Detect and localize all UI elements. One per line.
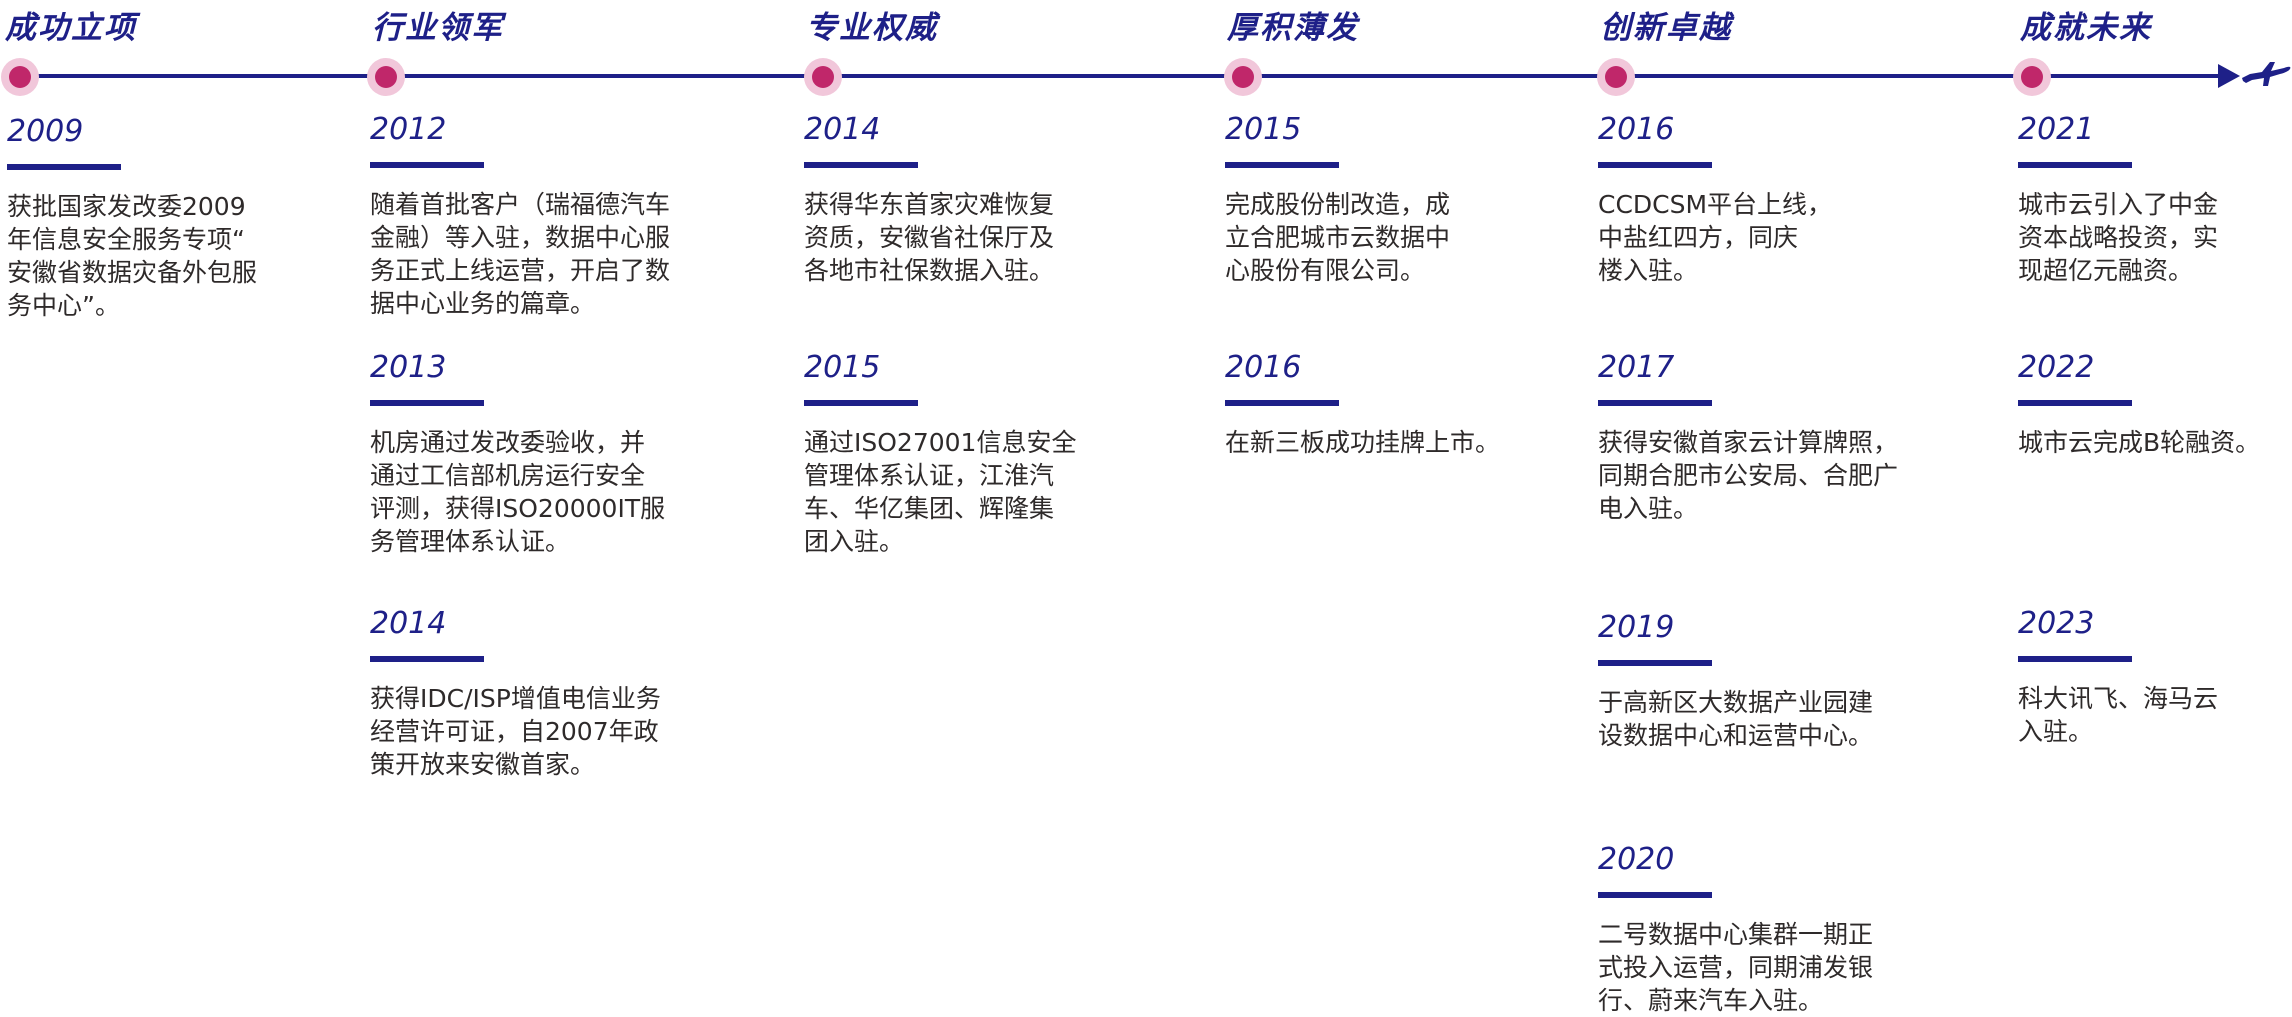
- milestone-entry: 2013 机房通过发改委验收，并 通过工信部机房运行安全 评测，获得ISO200…: [370, 348, 665, 558]
- year-underline: [370, 656, 484, 662]
- milestone-year: 2021: [2018, 112, 2095, 147]
- timeline-dot: [1597, 58, 1635, 96]
- milestone-year: 2015: [804, 350, 881, 385]
- year-underline: [370, 162, 484, 168]
- milestone-text: CCDCSM平台上线， 中盐红四方，同庆 楼入驻。: [1598, 190, 1833, 285]
- milestone-entry: 2023 科大讯飞、海马云 入驻。: [2018, 604, 2218, 748]
- milestone-entry: 2017 获得安徽首家云计算牌照， 同期合肥市公安局、合肥广 电入驻。: [1598, 348, 1898, 525]
- year-underline: [7, 164, 121, 170]
- milestone-text: 于高新区大数据产业园建 设数据中心和运营中心。: [1598, 688, 1874, 750]
- milestone-entry: 2016 CCDCSM平台上线， 中盐红四方，同庆 楼入驻。: [1598, 110, 1832, 287]
- milestone-text: 城市云完成B轮融资。: [2018, 428, 2261, 457]
- milestone-year: 2013: [370, 350, 447, 385]
- year-underline: [2018, 400, 2132, 406]
- milestone-text: 获批国家发改委2009 年信息安全服务专项“ 安徽省数据灾备外包服 务中心”。: [7, 192, 258, 320]
- stage-title: 成就未来: [2020, 10, 2152, 46]
- year-underline: [1598, 400, 1712, 406]
- milestone-text: 获得IDC/ISP增值电信业务 经营许可证，自2007年政 策开放来安徽首家。: [370, 684, 661, 779]
- milestone-entry: 2016 在新三板成功挂牌上市。: [1225, 348, 1500, 459]
- milestone-text: 获得华东首家灾难恢复 资质，安徽省社保厅及 各地市社保数据入驻。: [804, 190, 1055, 285]
- milestone-entry: 2009 获批国家发改委2009 年信息安全服务专项“ 安徽省数据灾备外包服 务…: [7, 112, 257, 322]
- milestone-text: 城市云引入了中金 资本战略投资，实 现超亿元融资。: [2018, 190, 2219, 285]
- milestone-entry: 2014 获得IDC/ISP增值电信业务 经营许可证，自2007年政 策开放来安…: [370, 604, 661, 781]
- milestone-text: 机房通过发改委验收，并 通过工信部机房运行安全 评测，获得ISO20000IT服…: [370, 428, 666, 556]
- milestone-year: 2014: [370, 606, 447, 641]
- stage-title: 成功立项: [5, 10, 137, 46]
- year-underline: [1225, 162, 1339, 168]
- year-underline: [1225, 400, 1339, 406]
- year-underline: [804, 400, 918, 406]
- stage-title: 创新卓越: [1600, 10, 1732, 46]
- milestone-text: 完成股份制改造，成 立合肥城市云数据中 心股份有限公司。: [1225, 190, 1451, 285]
- milestone-text: 二号数据中心集群一期正 式投入运营，同期浦发银 行、蔚来汽车入驻。: [1598, 920, 1874, 1015]
- milestone-text: 获得安徽首家云计算牌照， 同期合肥市公安局、合肥广 电入驻。: [1598, 428, 1899, 523]
- milestone-entry: 2021 城市云引入了中金 资本战略投资，实 现超亿元融资。: [2018, 110, 2218, 287]
- year-underline: [1598, 892, 1712, 898]
- milestone-text: 在新三板成功挂牌上市。: [1225, 428, 1501, 457]
- milestone-entry: 2015 完成股份制改造，成 立合肥城市云数据中 心股份有限公司。: [1225, 110, 1450, 287]
- timeline-axis: [20, 74, 2235, 78]
- milestone-year: 2019: [1598, 610, 1675, 645]
- year-underline: [804, 162, 918, 168]
- milestone-year: 2023: [2018, 606, 2095, 641]
- stage-title: 厚积薄发: [1227, 10, 1359, 46]
- milestone-year: 2015: [1225, 112, 1302, 147]
- timeline-dot: [804, 58, 842, 96]
- milestone-entry: 2012 随着首批客户（瑞福德汽车 金融）等入驻，数据中心服 务正式上线运营，开…: [370, 110, 670, 320]
- milestone-year: 2020: [1598, 842, 1675, 877]
- timeline-arrowhead: [2218, 64, 2240, 88]
- milestone-year: 2014: [804, 112, 881, 147]
- milestone-year: 2016: [1598, 112, 1675, 147]
- milestone-year: 2016: [1225, 350, 1302, 385]
- stage-title: 行业领军: [372, 10, 504, 46]
- airplane-icon: [2242, 62, 2291, 86]
- milestone-text: 随着首批客户（瑞福德汽车 金融）等入驻，数据中心服 务正式上线运营，开启了数 据…: [370, 190, 671, 318]
- milestone-entry: 2015 通过ISO27001信息安全 管理体系认证，江淮汽 车、华亿集团、辉隆…: [804, 348, 1076, 558]
- timeline-dot: [1, 58, 39, 96]
- milestone-year: 2012: [370, 112, 447, 147]
- milestone-year: 2009: [7, 114, 84, 149]
- year-underline: [1598, 660, 1712, 666]
- milestone-entry: 2020 二号数据中心集群一期正 式投入运营，同期浦发银 行、蔚来汽车入驻。: [1598, 840, 1873, 1017]
- timeline-dot: [367, 58, 405, 96]
- milestone-entry: 2022 城市云完成B轮融资。: [2018, 348, 2260, 459]
- year-underline: [2018, 162, 2132, 168]
- milestone-year: 2017: [1598, 350, 1675, 385]
- milestone-text: 通过ISO27001信息安全 管理体系认证，江淮汽 车、华亿集团、辉隆集 团入驻…: [804, 428, 1077, 556]
- timeline-dot: [1224, 58, 1262, 96]
- year-underline: [1598, 162, 1712, 168]
- year-underline: [2018, 656, 2132, 662]
- milestone-text: 科大讯飞、海马云 入驻。: [2018, 684, 2219, 746]
- milestone-year: 2022: [2018, 350, 2095, 385]
- year-underline: [370, 400, 484, 406]
- milestone-entry: 2014 获得华东首家灾难恢复 资质，安徽省社保厅及 各地市社保数据入驻。: [804, 110, 1054, 287]
- timeline-dot: [2013, 58, 2051, 96]
- stage-title: 专业权威: [806, 10, 938, 46]
- milestone-entry: 2019 于高新区大数据产业园建 设数据中心和运营中心。: [1598, 608, 1873, 752]
